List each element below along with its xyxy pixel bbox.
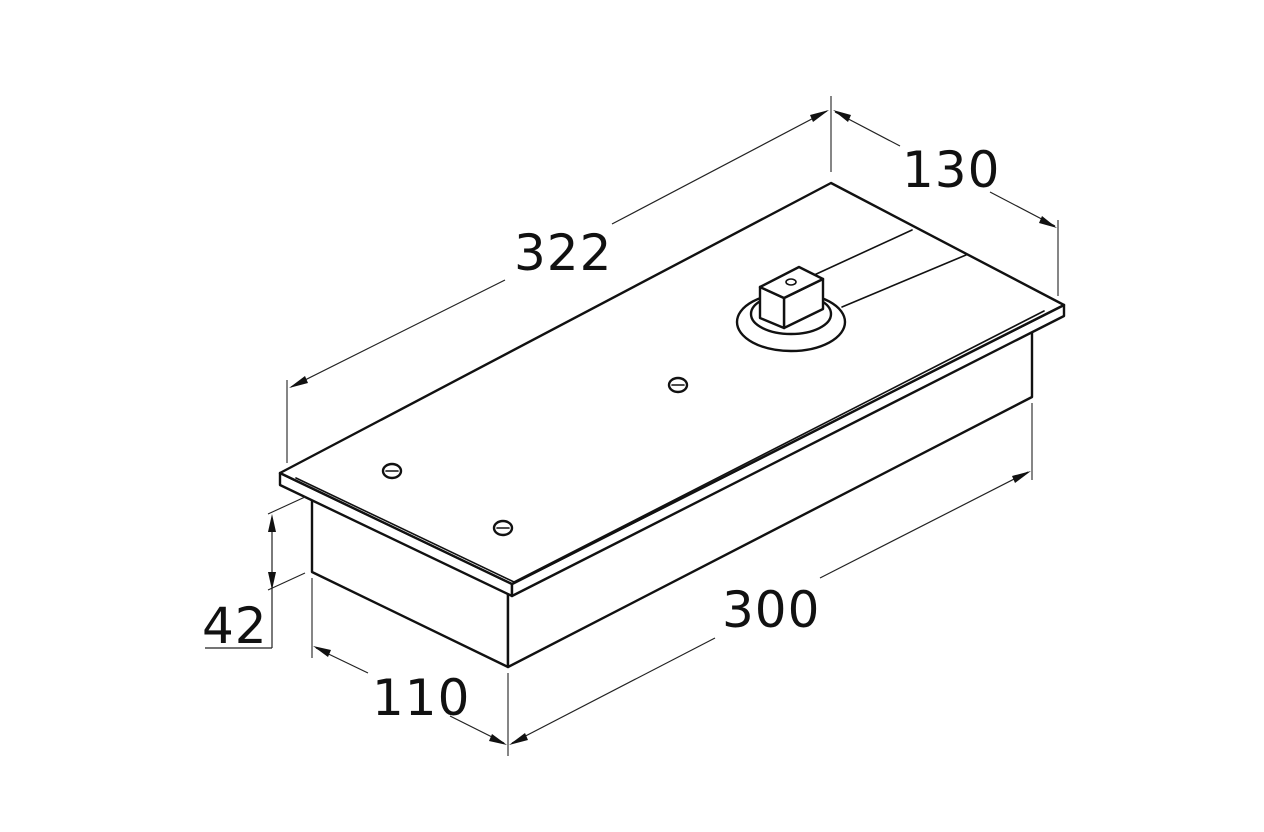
dim-line-322-b: [611, 110, 828, 225]
cover-plate-bevel-line: [295, 310, 1045, 583]
arrow-130-left: [833, 110, 851, 122]
extension-line-42-top: [267, 496, 306, 515]
dim-line-300-a: [511, 637, 716, 744]
dimension-130: 130: [833, 110, 1059, 296]
dimension-300: 300: [509, 403, 1033, 745]
dimension-label-300: 300: [722, 581, 820, 639]
arrow-110-left: [313, 646, 331, 657]
arrow-322-right: [810, 110, 829, 122]
dim-line-322-a: [290, 279, 506, 388]
dimension-322: 322: [286, 96, 832, 463]
dimension-label-42: 42: [202, 597, 268, 655]
screw-2: [492, 519, 514, 537]
dimension-42: 42: [202, 496, 306, 655]
arrow-42-bottom: [268, 572, 276, 590]
spindle: [735, 265, 847, 353]
dimension-label-130: 130: [902, 141, 1000, 199]
screw-3: [667, 376, 689, 394]
slot-line-lower: [841, 254, 967, 308]
extension-line-42-bottom: [267, 572, 306, 591]
arrow-110-right: [489, 734, 507, 745]
slot-line-upper: [811, 229, 913, 277]
arrow-42-top: [268, 514, 276, 532]
screw-1: [381, 462, 403, 480]
dimension-label-322: 322: [514, 224, 612, 282]
spindle-top-face: [758, 265, 825, 300]
arrow-130-right: [1039, 216, 1057, 228]
arrow-322-left: [289, 376, 308, 388]
spindle-center-hole: [785, 278, 797, 286]
dimension-label-110: 110: [372, 669, 470, 727]
arrow-300-right: [1012, 471, 1031, 483]
dimension-110: 110: [311, 578, 509, 756]
arrow-300-left: [509, 733, 528, 745]
dim-line-300-b: [819, 471, 1029, 579]
